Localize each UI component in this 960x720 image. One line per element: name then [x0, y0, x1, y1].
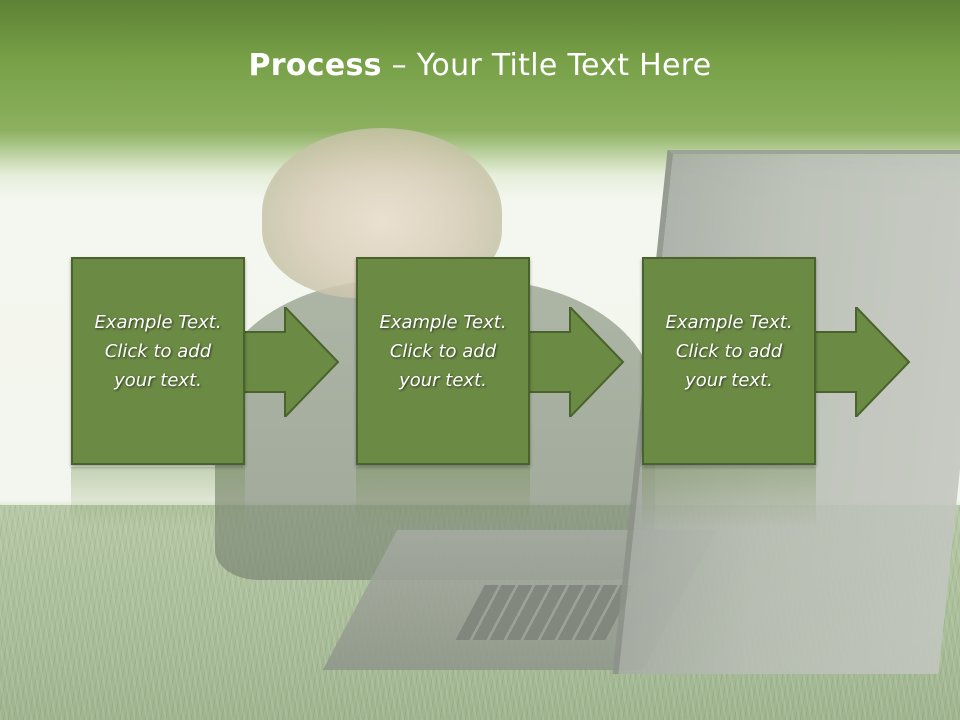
process-step-3[interactable]: Example Text. Click to add your text. — [642, 257, 816, 465]
title-bold-word: Process — [248, 48, 382, 83]
arrow-right-icon — [811, 307, 911, 417]
background-laptop-keyboard — [455, 585, 635, 640]
title-rest: – Your Title Text Here — [381, 48, 712, 83]
step-2-reflection — [356, 467, 530, 527]
step-3-reflection — [642, 467, 816, 527]
process-step-1[interactable]: Example Text. Click to add your text. — [71, 257, 245, 465]
slide-title[interactable]: Process – Your Title Text Here — [0, 48, 960, 83]
step-1-text: Example Text. Click to add your text. — [94, 311, 222, 391]
step-3-text: Example Text. Click to add your text. — [665, 311, 793, 391]
process-step-2[interactable]: Example Text. Click to add your text. — [356, 257, 530, 465]
arrow-right-icon — [240, 307, 340, 417]
step-2-text: Example Text. Click to add your text. — [379, 311, 507, 391]
step-1-reflection — [71, 467, 245, 527]
arrow-right-icon — [525, 307, 625, 417]
